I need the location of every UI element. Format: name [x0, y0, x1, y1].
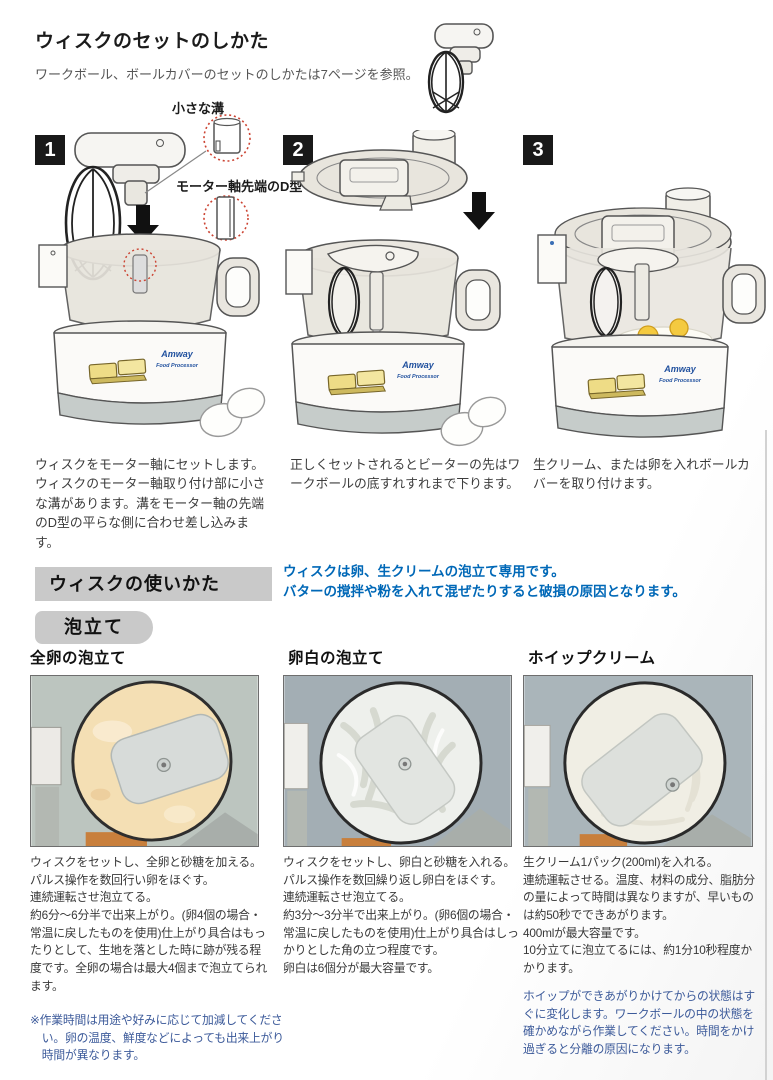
step-2-caption: 正しくセットされるとビーターの先はワークボールの底すれすれまで下ります。 [290, 457, 521, 492]
step-3-caption: 生クリーム、または卵を入れボールカバーを取り付けます。 [533, 457, 750, 492]
usage-section-heading: ウィスクの使いかた [35, 567, 272, 601]
step-3-badge: 3 [523, 135, 553, 165]
column-body-egg-white: ウィスクをセットし、卵白と砂糖を入れる。 パルス操作を数回繰り返し卵白をほぐす。… [283, 855, 519, 976]
photo-whole-egg [30, 675, 259, 847]
power-buttons [88, 358, 148, 385]
step-1-badge: 1 [35, 135, 65, 165]
photo-egg-white [283, 675, 512, 847]
eggs-icon [199, 387, 266, 438]
callout-leader-line [144, 150, 207, 194]
step-2-illustration: Amway Food Processor [285, 130, 507, 447]
model-label: Food Processor [156, 363, 199, 369]
model-label: Food Processor [659, 378, 702, 384]
motor-shaft-callout-icon [123, 248, 157, 282]
whisk-icon [427, 23, 494, 114]
bowl-cover-icon [291, 130, 468, 211]
step-2-badge: 2 [283, 135, 313, 165]
column-heading-egg-white: 卵白の泡立て [288, 650, 385, 667]
column-heading-whole-egg: 全卵の泡立て [30, 650, 127, 667]
column-body-whipped-cream: 生クリーム1パック(200ml)を入れる。 連続運転させる。温度、材料の成分、脂… [523, 855, 755, 976]
page-subtitle: ワークボール、ボールカバーのセットのしかたは7ページを参照。 [35, 67, 419, 82]
footnote: ※作業時間は用途や好みに応じて加減してください。卵の温度、鮮度などによっても出来… [30, 1013, 284, 1063]
brand-logo: Amway [160, 349, 194, 359]
eggs-icon [440, 396, 507, 447]
callout-small-groove-label: 小さな溝 [172, 101, 225, 116]
power-buttons [327, 369, 387, 396]
brand-logo: Amway [663, 364, 697, 374]
photo-whipped-cream [523, 675, 753, 847]
page-edge-line [765, 430, 767, 1080]
small-groove-callout-icon [203, 114, 251, 162]
brand-logo: Amway [401, 360, 435, 370]
usage-warning-note: ウィスクは卵、生クリームの泡立て専用です。 バターの撹拌や粉を入れて混ぜたりする… [283, 564, 686, 600]
column-heading-whipped-cream: ホイップクリーム [528, 650, 656, 667]
model-label: Food Processor [397, 374, 440, 380]
callout-d-shape-label: モーター軸先端のD型 [176, 179, 303, 194]
whipped-cream-note: ホイップができあがりかけてからの状態はすぐに変化します。ワークボールの中の状態を… [523, 989, 755, 1057]
arrow-down-icon [463, 192, 495, 230]
d-shaft-callout-icon [203, 195, 249, 241]
step-3-illustration: Amway Food Processor [537, 187, 766, 438]
whipping-subheading: 泡立て [35, 611, 153, 644]
power-buttons [587, 373, 647, 400]
step-1-illustration: Amway Food Processor [38, 114, 266, 438]
step-1-caption: ウィスクをモーター軸にセットします。ウィスクのモーター軸取り付け部に小さな溝があ… [35, 457, 266, 550]
column-body-whole-egg: ウィスクをセットし、全卵と砂糖を加える。 パルス操作を数回行い卵をほぐす。 連続… [30, 855, 268, 993]
page-title: ウィスクのセットのしかた [35, 31, 270, 52]
